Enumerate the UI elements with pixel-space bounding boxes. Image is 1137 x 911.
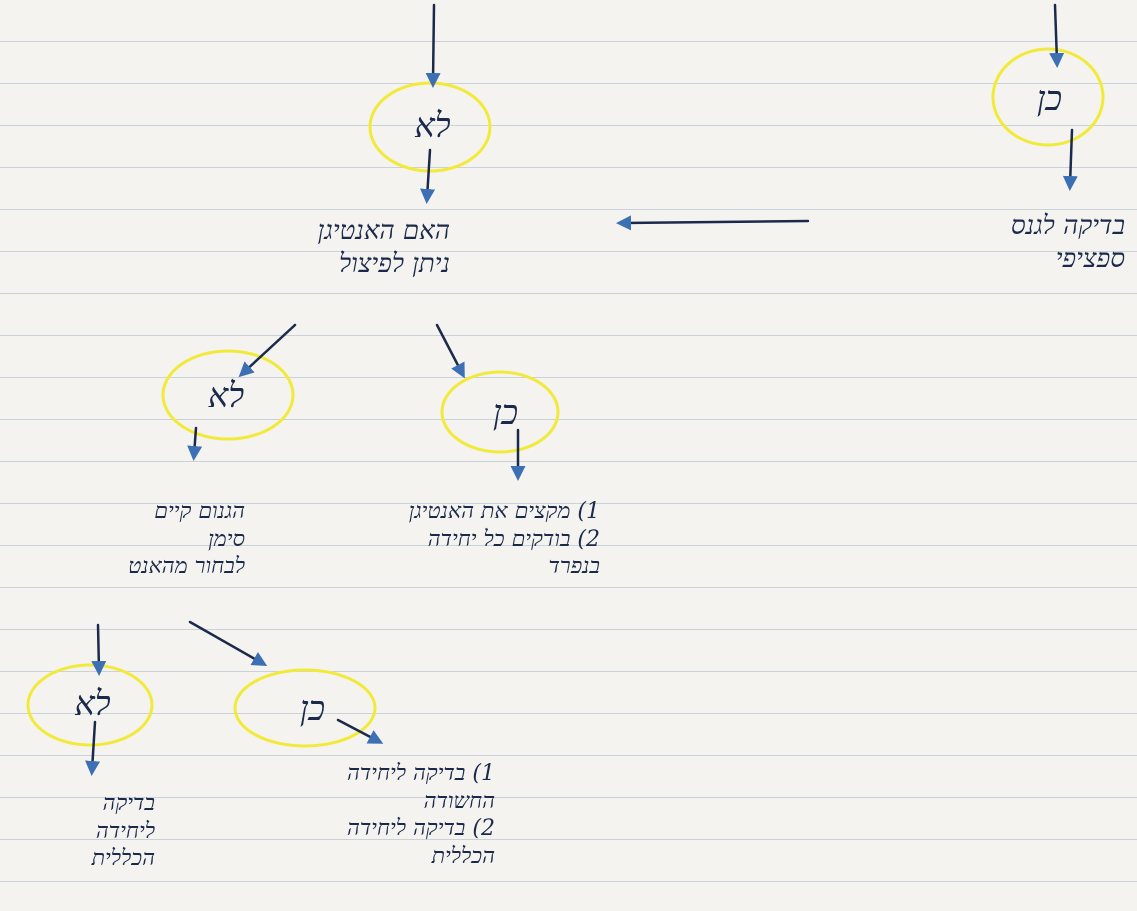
node-no-mid: לא: [207, 376, 245, 416]
arrow-check-to-decision: [616, 215, 810, 231]
arrow-decision-to-yes-mid: [435, 323, 465, 379]
node-yes-bottom-steps: 1) בדיקה ליחידה החשודה 2) בדיקה ליחידה ה…: [346, 761, 495, 869]
highlight-yes-mid: [440, 370, 560, 454]
node-yes-mid-steps: 1) מקצים את האנטיגן 2) בודקים כל יחידה ב…: [408, 499, 600, 579]
node-specific-check: בדיקה לגנס ספציפי: [1010, 211, 1125, 274]
highlight-yes-top: [991, 47, 1105, 147]
node-decision-antigen: האם האנטיגן ניתן לפיצול: [317, 216, 450, 279]
highlight-no-mid: [161, 349, 295, 441]
arrow-no-bottom-down: [85, 720, 101, 776]
highlight-no-bottom: [26, 663, 154, 747]
arrow-no-top-to-decision: [420, 148, 436, 204]
node-yes-bottom: כן: [299, 689, 326, 729]
arrow-marker-to-no-bottom: [91, 623, 107, 676]
arrow-decision-to-no-mid: [238, 323, 297, 378]
arrow-marker-to-yes-bottom: [188, 620, 268, 666]
arrow-into-yes-top: [1049, 3, 1065, 68]
node-yes-mid: כן: [492, 393, 519, 433]
node-no-bottom-result: בדיקה ליחידה הכללית: [91, 791, 155, 871]
node-no-top: לא: [414, 106, 451, 146]
arrow-yes-bottom-to-steps: [336, 718, 384, 744]
node-yes-top: כן: [1036, 79, 1063, 119]
node-no-bottom: לא: [74, 684, 111, 724]
node-decision-marker: הגנום קיים סימן לבחור מהאנט: [128, 499, 245, 579]
arrow-into-no-top: [425, 3, 441, 88]
arrow-no-mid-down: [187, 426, 203, 461]
arrow-yes-top-to-check: [1062, 128, 1078, 191]
highlight-yes-bottom: [233, 668, 377, 748]
